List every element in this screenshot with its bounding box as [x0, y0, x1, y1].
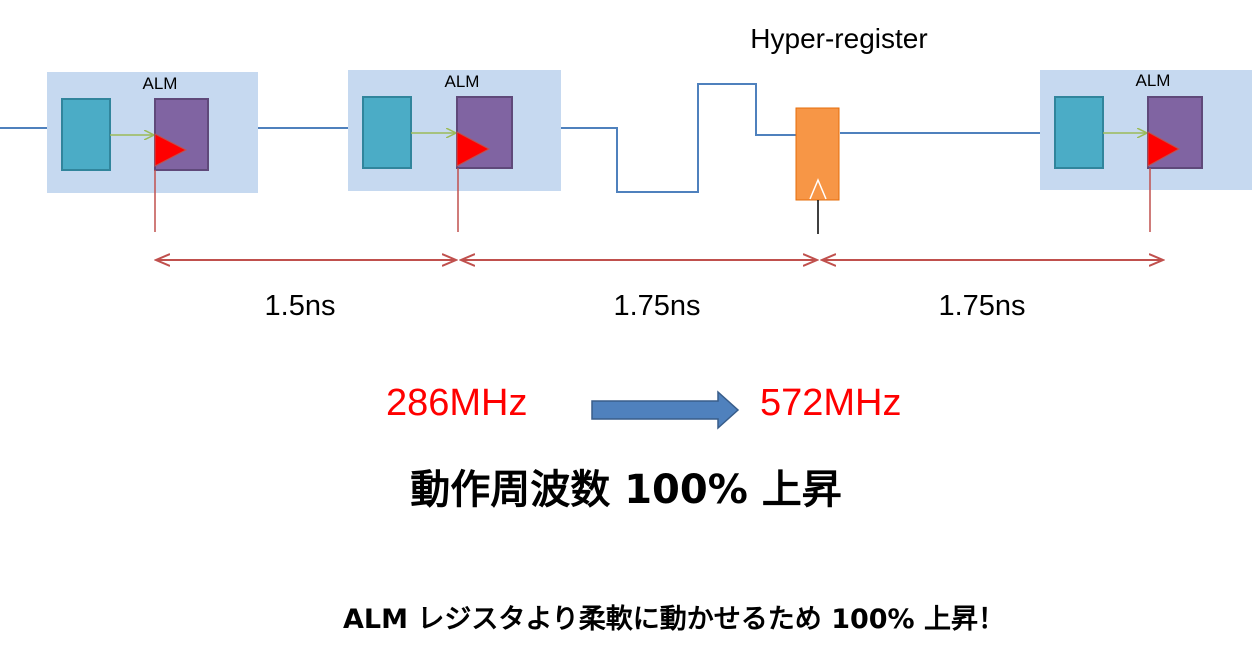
timing-label-2: 1.75ns: [613, 290, 700, 322]
subline: ALM レジスタより柔軟に動かせるため 100% 上昇！: [342, 604, 1006, 635]
clock-triangle-2: [456, 131, 491, 167]
alm-block-3: ALM: [1040, 70, 1252, 232]
alm-label-1: ALM: [143, 74, 178, 93]
hyper-register-clock-mark: [809, 178, 827, 200]
lut-block-1: [61, 98, 111, 171]
clock-triangle-1: [154, 133, 188, 167]
alm-label-2: ALM: [445, 72, 480, 91]
lut-block-3: [1054, 96, 1104, 169]
hyper-register: Hyper-register: [750, 23, 928, 234]
timing-label-3: 1.75ns: [938, 290, 1025, 322]
alm-block-2: ALM: [348, 70, 561, 232]
frequency-after: 572MHz: [760, 382, 902, 424]
hyper-register-block: [795, 107, 840, 201]
lut-block-2: [362, 96, 412, 169]
alm-block-1: ALM: [47, 72, 258, 232]
frequency-before: 286MHz: [386, 382, 528, 424]
hyper-register-label: Hyper-register: [750, 23, 927, 54]
clock-triangle-3: [1147, 131, 1181, 167]
alm-label-3: ALM: [1136, 71, 1171, 90]
headline: 動作周波数 100% 上昇: [410, 467, 842, 513]
timing-label-1: 1.5ns: [265, 290, 336, 322]
transition-arrow: [591, 390, 740, 430]
signal-wire: [0, 83, 1040, 193]
